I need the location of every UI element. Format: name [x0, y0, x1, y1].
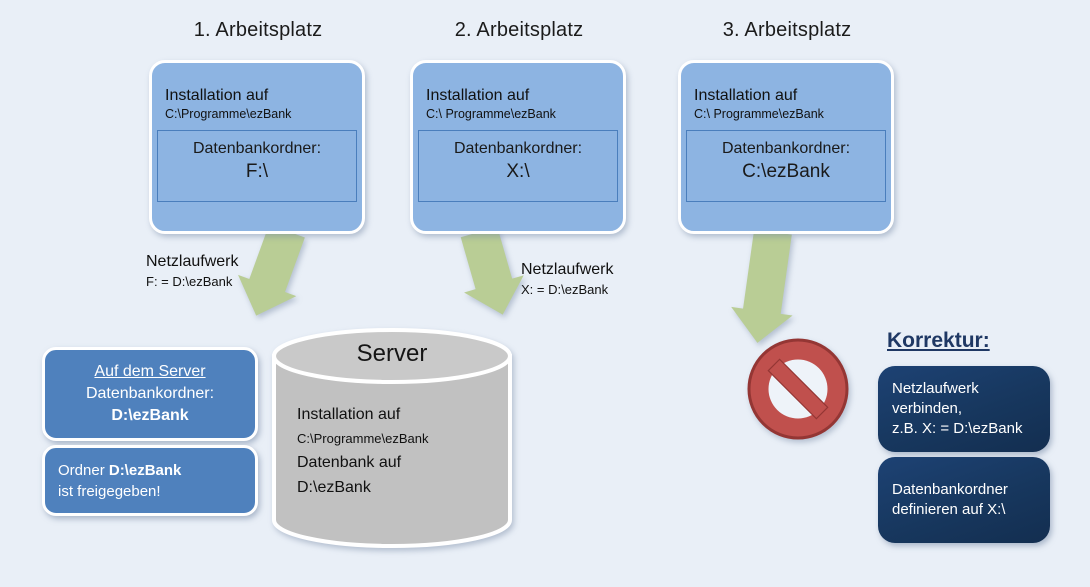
note-line-bold: D:\ezBank [111, 407, 189, 424]
workstation-3-heading: 3. Arbeitsplatz [722, 19, 852, 41]
server-cylinder-icon [272, 328, 512, 548]
workstation-3-card: Installation auf C:\ Programme\ezBank Da… [678, 60, 894, 234]
note-line: Datenbankordner: [85, 385, 215, 402]
database-folder-box: Datenbankordner: X:\ [418, 130, 618, 202]
workstation-2-heading: 2. Arbeitsplatz [454, 19, 584, 41]
drive-mapping-label: Netzlaufwerk [521, 261, 614, 278]
korrektur-step-1: Netzlaufwerk verbinden, z.B. X: = D:\ezB… [878, 366, 1050, 452]
drive-mapping-detail: F: = D:\ezBank [146, 274, 233, 289]
workstation-2-card: Installation auf C:\ Programme\ezBank Da… [410, 60, 626, 234]
server-db-label: Datenbank auf [297, 454, 402, 471]
database-folder-box: Datenbankordner: F:\ [157, 130, 357, 202]
server-note-1: Auf dem Server Datenbankordner: D:\ezBan… [42, 347, 258, 441]
drive-mapping-label: Netzlaufwerk [146, 253, 239, 270]
note-line: ist freigegeben! [58, 483, 161, 500]
arrow-down-icon-3 [731, 229, 793, 343]
note-path-bold: D:\ezBank [108, 462, 182, 479]
install-label: Installation auf [165, 87, 269, 104]
korrektur-step-2: Datenbankordner definieren auf X:\ [878, 457, 1050, 543]
fix-line: z.B. X: = D:\ezBank [892, 420, 1023, 437]
database-folder-label: Datenbankordner: [721, 140, 851, 157]
database-folder-box: Datenbankordner: C:\ezBank [686, 130, 886, 202]
server-title: Server [356, 340, 428, 367]
install-label: Installation auf [694, 87, 798, 104]
note-prefix: Ordner [58, 462, 109, 479]
fix-line: verbinden, [892, 400, 963, 417]
drive-mapping-1: Netzlaufwerk F: = D:\ezBank [146, 253, 238, 289]
database-folder-label: Datenbankordner: [192, 140, 322, 157]
drive-mapping-2: Netzlaufwerk X: = D:\ezBank [521, 261, 613, 297]
drive-mapping-detail: X: = D:\ezBank [521, 282, 609, 297]
fix-line: Netzlaufwerk [892, 380, 979, 397]
install-path: C:\ Programme\ezBank [694, 107, 824, 121]
fix-line: Datenbankordner [892, 481, 1008, 498]
server-install-path: C:\Programme\ezBank [297, 431, 429, 446]
database-folder-value: C:\ezBank [742, 161, 830, 182]
workstation-1-heading: 1. Arbeitsplatz [193, 19, 323, 41]
no-entry-icon [747, 338, 849, 440]
server-info: Installation auf C:\Programme\ezBank Dat… [297, 402, 429, 500]
database-folder-value: X:\ [506, 161, 530, 182]
server-db-path: D:\ezBank [297, 479, 371, 496]
arrow-down-icon-1 [238, 224, 305, 316]
note-line-underlined: Auf dem Server [94, 363, 206, 380]
korrektur-heading: Korrektur: [887, 329, 990, 352]
server-install-label: Installation auf [297, 406, 401, 423]
install-label: Installation auf [426, 87, 530, 104]
install-path: C:\Programme\ezBank [165, 107, 292, 121]
install-path: C:\ Programme\ezBank [426, 107, 556, 121]
database-folder-label: Datenbankordner: [453, 140, 583, 157]
arrow-down-icon-2 [460, 226, 524, 315]
workstation-1-card: Installation auf C:\Programme\ezBank Dat… [149, 60, 365, 234]
fix-line: definieren auf X:\ [892, 501, 1006, 518]
server-note-2: Ordner D:\ezBank ist freigegeben! [42, 445, 258, 516]
database-folder-value: F:\ [245, 161, 269, 182]
